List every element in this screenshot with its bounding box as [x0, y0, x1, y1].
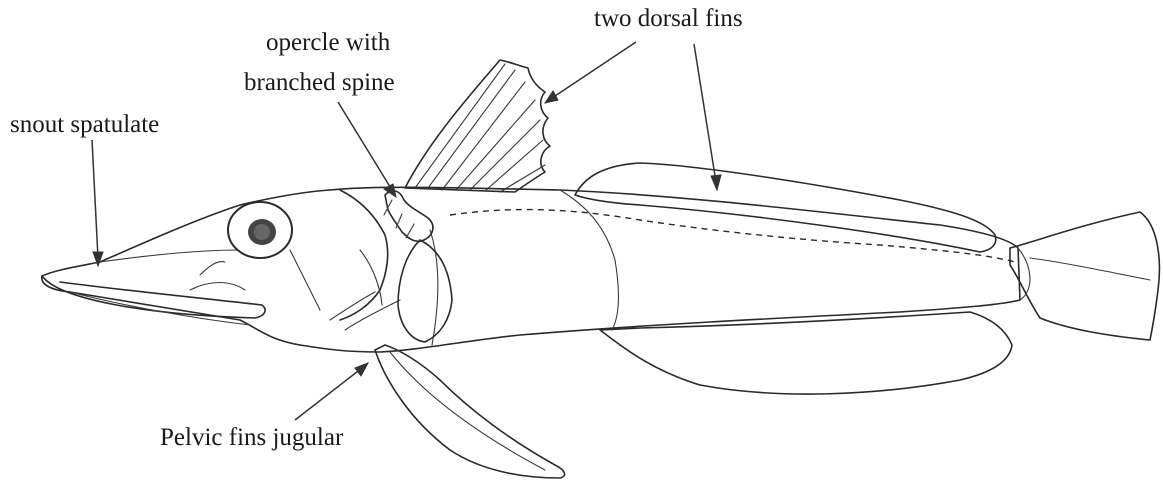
dorsal-arrow-1	[552, 42, 636, 98]
caudal-fin	[1010, 212, 1159, 340]
pelvic-fin	[375, 345, 565, 478]
pectoral-fin	[398, 240, 452, 342]
snout-arrow	[92, 140, 98, 258]
pelvic-arrow	[295, 368, 362, 420]
opercle-label-line2: branched spine	[244, 68, 395, 98]
dorsal-arrow-2	[694, 44, 716, 182]
dorsal-label: two dorsal fins	[594, 4, 743, 34]
pelvic-label: Pelvic fins jugular	[160, 423, 343, 453]
opercle-arrow	[338, 102, 392, 190]
snout-label: snout spatulate	[10, 110, 159, 140]
opercle-label-line1: opercle with	[266, 28, 390, 58]
